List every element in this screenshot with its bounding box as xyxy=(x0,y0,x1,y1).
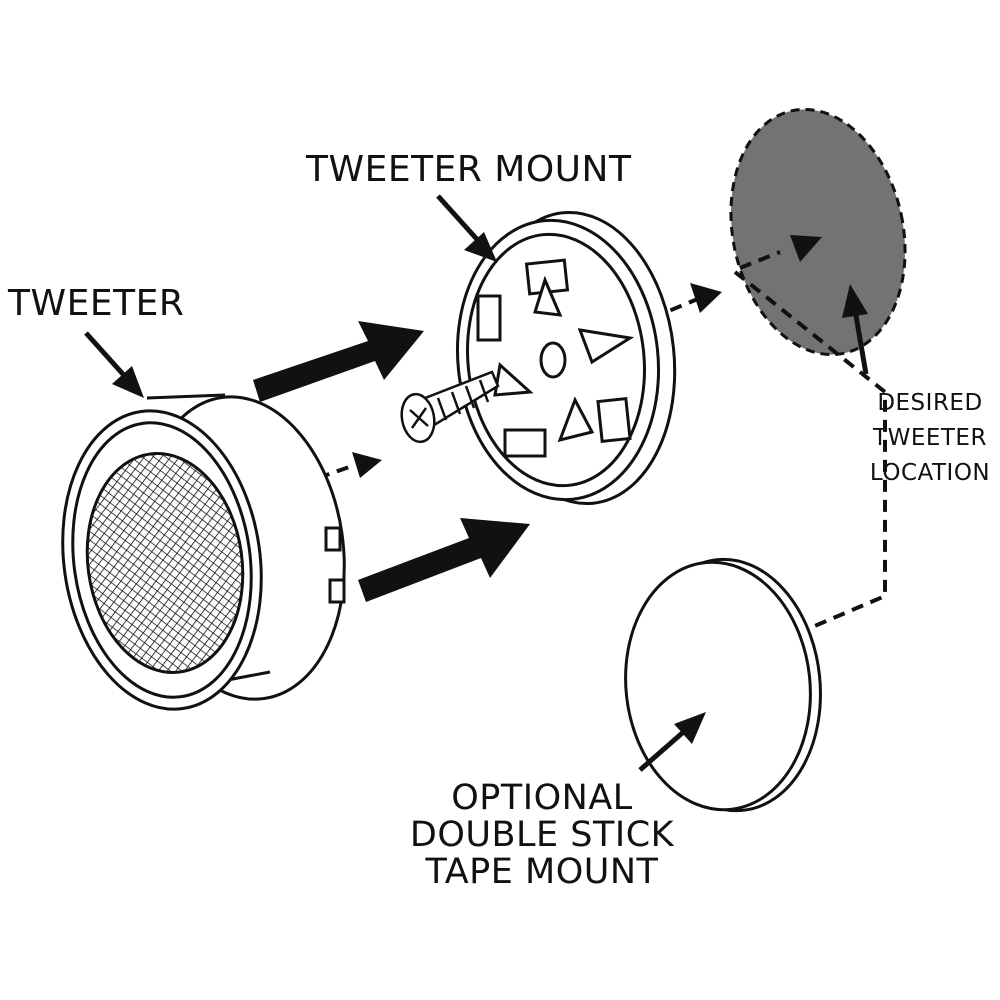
desired-location-shape xyxy=(729,107,907,357)
dashed-arrowheads xyxy=(352,235,822,478)
desired-location-line-1: DESIRED xyxy=(877,390,983,416)
tape-mount-label: OPTIONAL DOUBLE STICK TAPE MOUNT xyxy=(404,780,680,891)
desired-location-line-2: TWEETER xyxy=(873,425,987,451)
desired-location-line-3: LOCATION xyxy=(869,460,991,486)
desired-location-label: DESIRED TWEETER LOCATION xyxy=(868,386,992,491)
tweeter-label: TWEETER xyxy=(8,283,185,324)
leader-arrow-tape xyxy=(638,712,706,772)
tape-mount-line-2: DOUBLE STICK xyxy=(409,815,675,855)
thick-arrow-lower xyxy=(358,518,530,602)
tape-mount-line-1: OPTIONAL xyxy=(451,778,633,818)
tweeter-mount xyxy=(455,210,677,506)
leader-arrow-tweeter xyxy=(84,331,144,398)
leader-arrow-location xyxy=(842,284,869,375)
leader-arrow-mount xyxy=(436,194,497,262)
tweeter-mount-label: TWEETER MOUNT xyxy=(306,149,632,190)
tape-mount-disc xyxy=(624,557,822,813)
tape-mount-line-3: TAPE MOUNT xyxy=(425,852,659,892)
thick-arrow-upper xyxy=(253,321,424,402)
tweeter-speaker xyxy=(61,393,346,711)
mounting-screw xyxy=(400,370,500,444)
